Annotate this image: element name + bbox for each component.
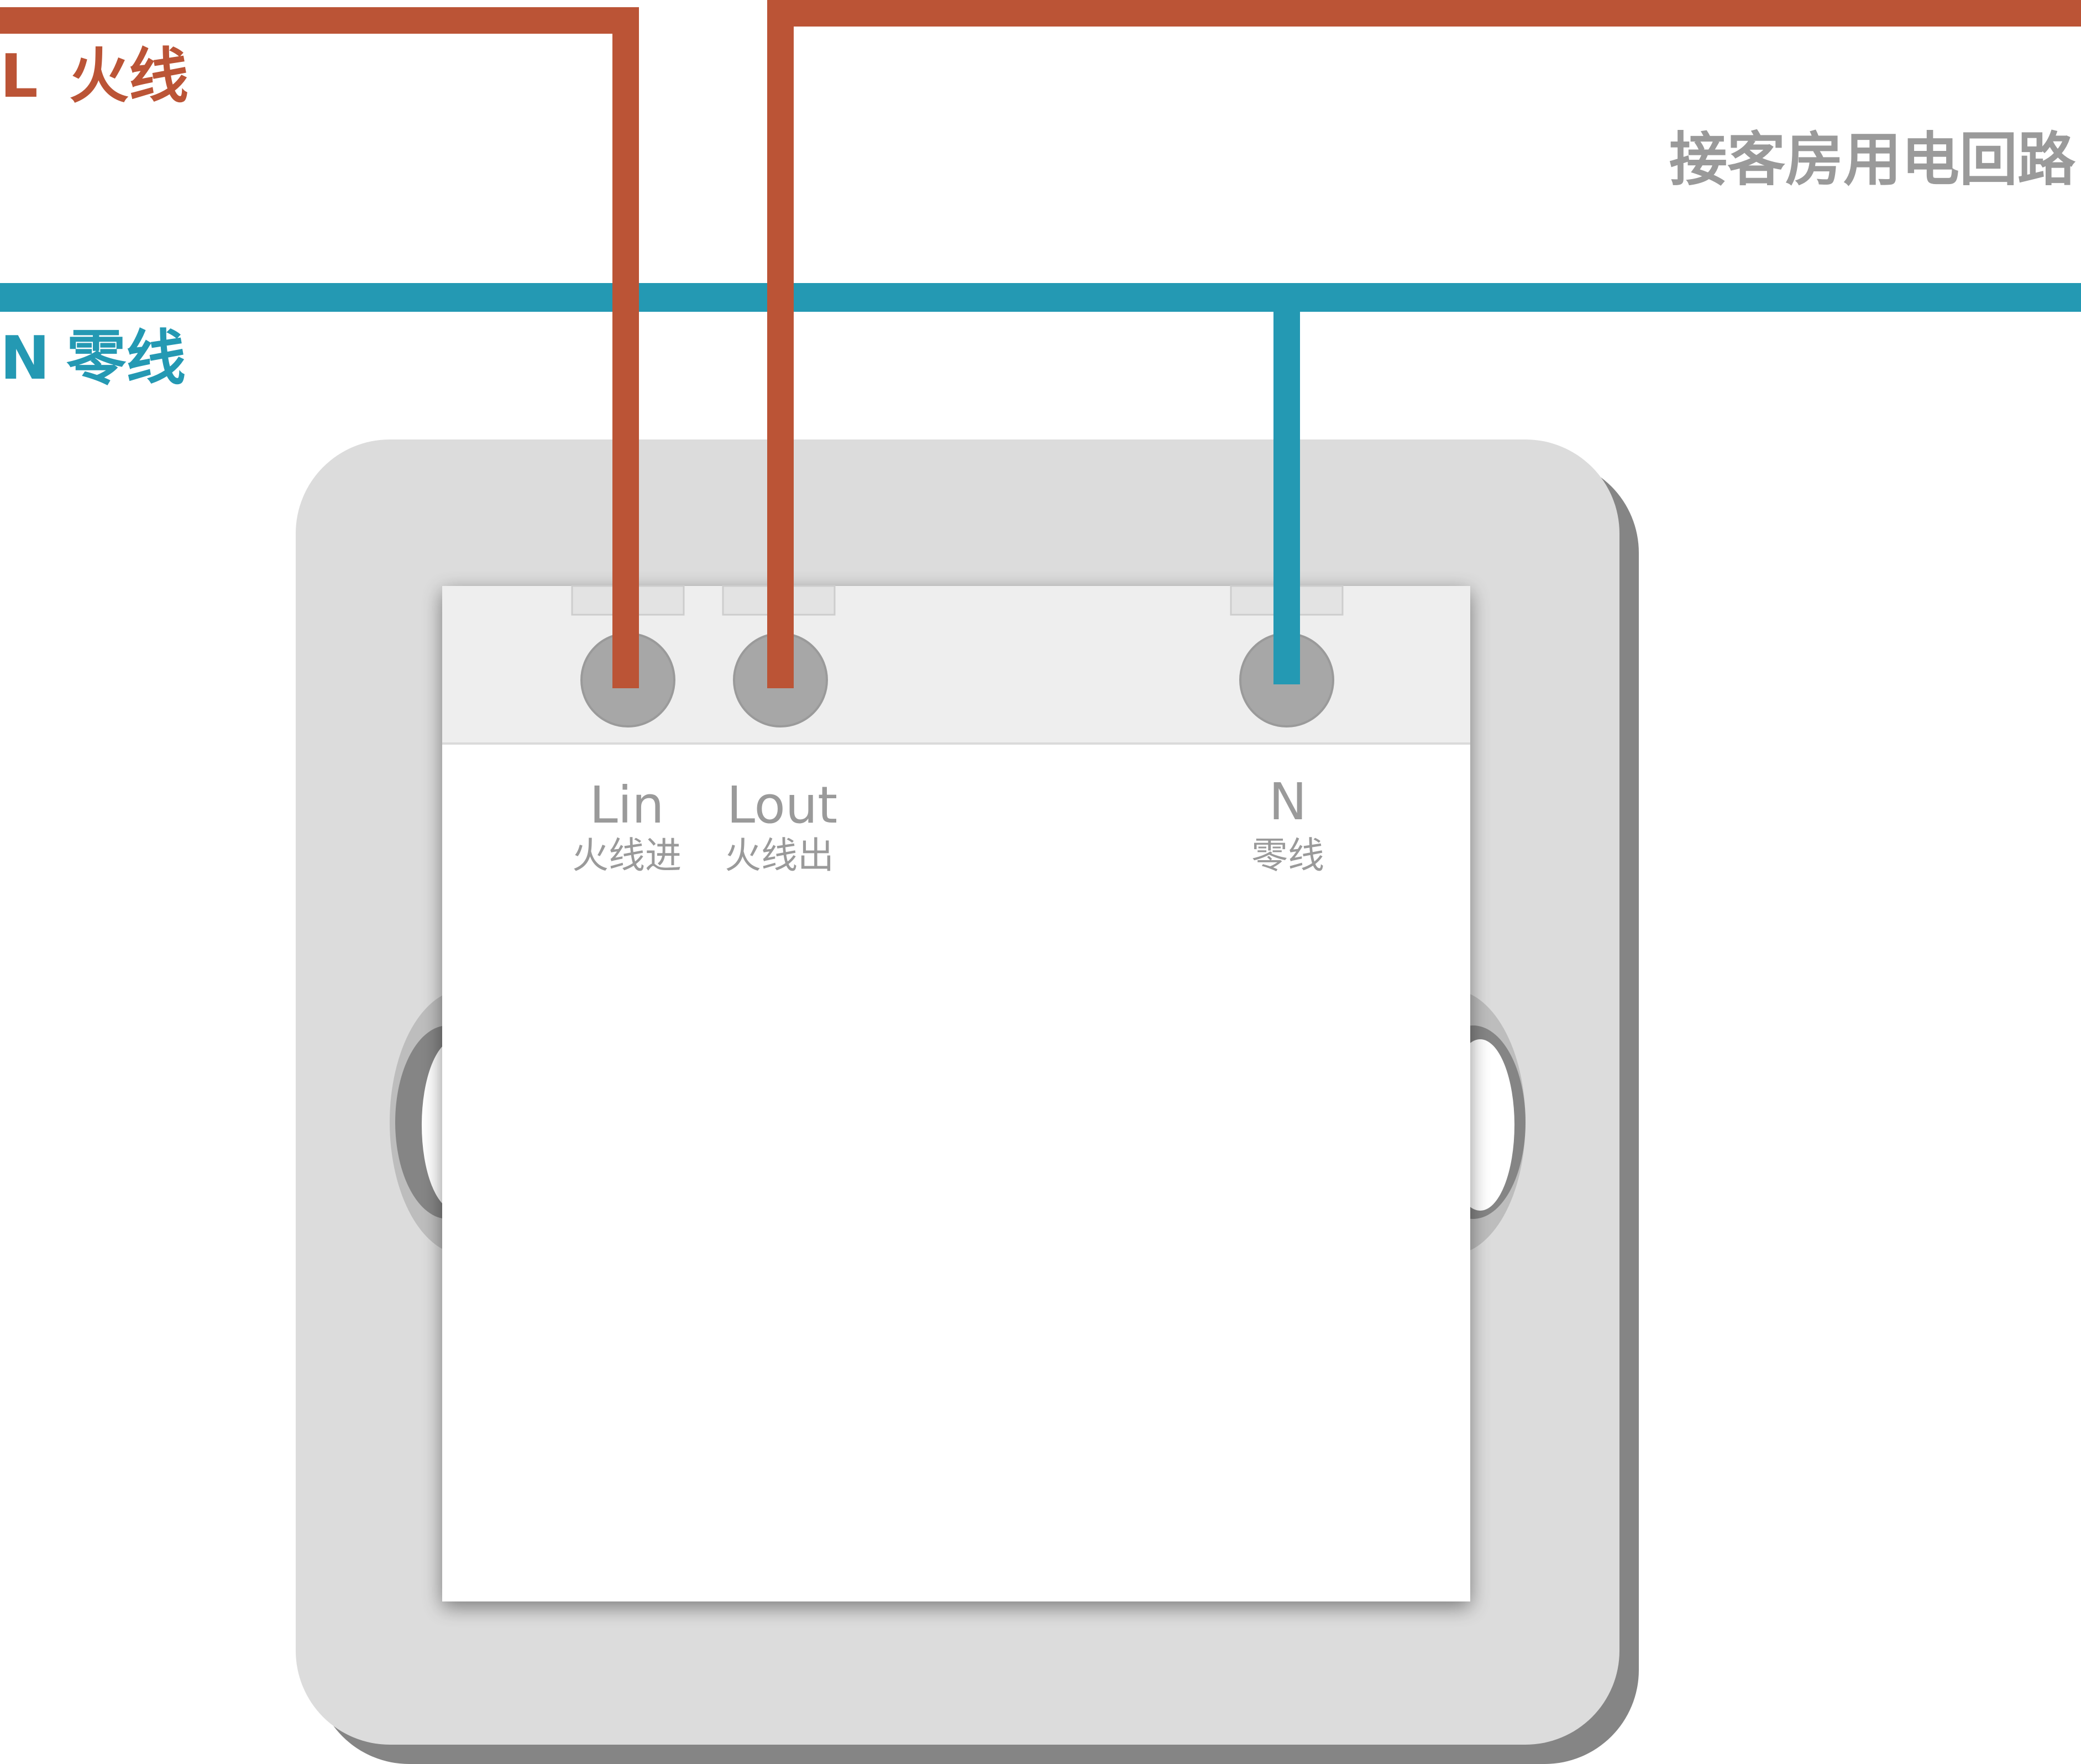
neutral-bus-wire [0,283,2081,312]
neutral-line-name: 零线 [66,324,186,393]
load-circuit-label: 接客房用电回路 [1669,126,2076,193]
neutral-line-letter: N [0,324,50,393]
terminal-desc-lout: 火线出 [725,834,834,877]
terminal-desc-lin: 火线进 [572,834,682,877]
terminal-code-lin: Lin [589,776,664,835]
live-in-wire [0,7,639,688]
terminal-code-n: N [1269,772,1307,831]
live-line-name: 火线 [69,42,188,111]
live-line-letter: L [0,42,38,111]
terminal-code-lout: Lout [727,776,837,835]
neutral-drop-wire [1273,297,1300,684]
switch-face [442,586,1470,1601]
live-out-wire [767,0,2081,688]
terminal-desc-n: 零线 [1251,834,1324,877]
